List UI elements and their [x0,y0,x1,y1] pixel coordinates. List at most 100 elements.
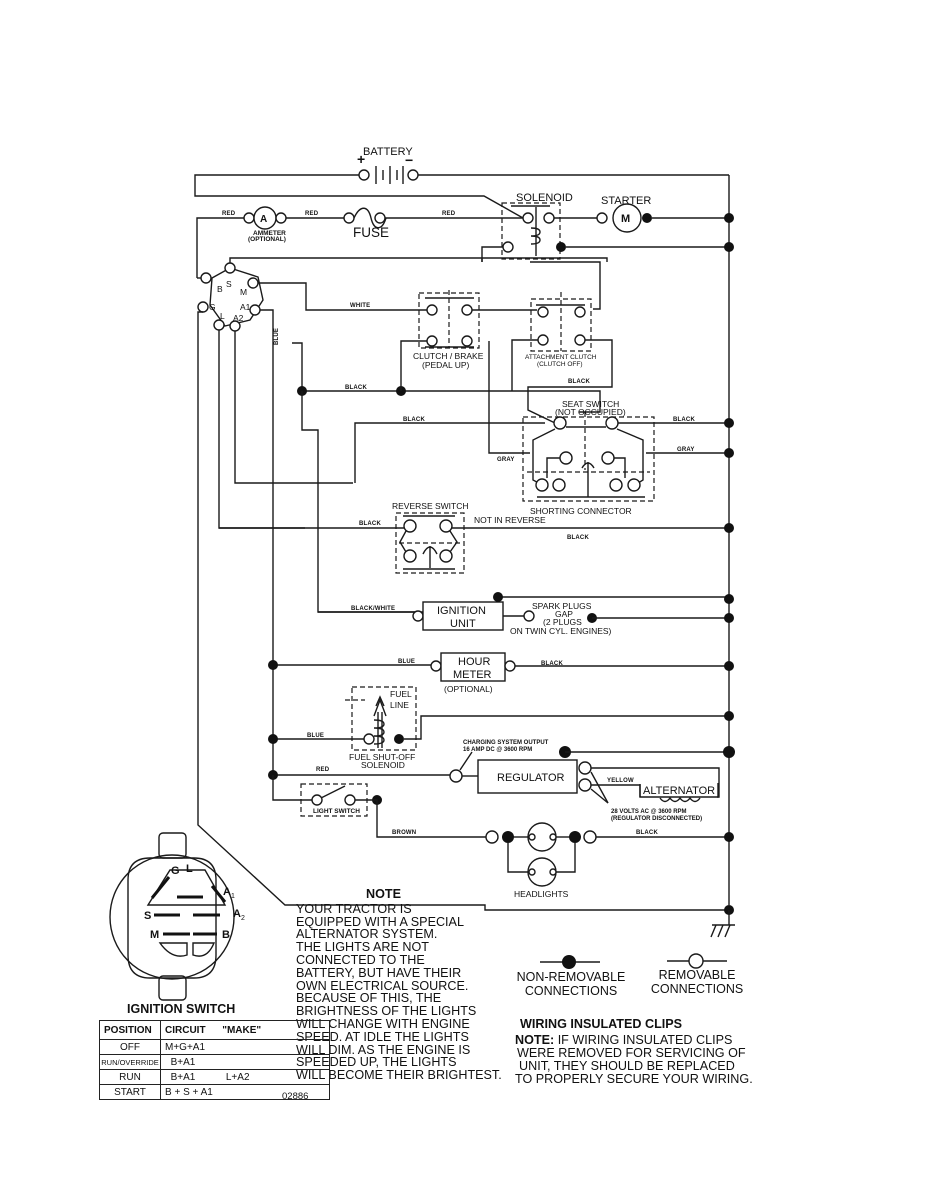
legend-removable-symbol [667,953,727,969]
alt-volts-label-1: 28 VOLTS AC @ 3600 RPM [611,809,687,815]
not-in-reverse-label: NOT IN REVERSE [474,515,546,525]
spark-plugs-label-2: GAP [555,609,573,619]
ignition-switch-connector: B S M G A1 L A2 [197,262,264,332]
note-line: YOUR TRACTOR IS [296,901,412,916]
junction-dot [724,418,734,428]
header-circuit-label: CIRCUIT [165,1024,206,1036]
seat-to-solenoid-wire [530,261,601,310]
brown-wire [355,799,487,838]
table-row: RUN/OVERRIDE B+A1 [99,1054,330,1070]
solenoid-label: SOLENOID [516,192,573,204]
starter-label: STARTER [601,195,651,207]
black-wire-seat [354,422,545,483]
note-line: OWN ELECTRICAL SOURCE. [296,978,469,993]
note-line: EQUIPPED WITH A SPECIAL [296,914,464,929]
note-line: ALTERNATOR SYSTEM. [296,927,438,942]
battery-positive-wire [194,174,524,219]
battery-positive-sign: + [357,151,365,167]
attachment-clutch-switch: ATTACHMENT CLUTCH (CLUTCH OFF) [525,292,597,368]
regulator-label: REGULATOR [497,772,564,784]
row-position: OFF [99,1039,161,1055]
s-terminal-wire [229,257,483,263]
solenoid-feed-wire [482,257,608,262]
junction-dot [724,711,734,721]
headlights: HEADLIGHTS [485,822,597,899]
spark-plugs-label-3: (2 PLUGS [543,617,582,627]
fuse-label: FUSE [353,225,389,240]
wiring-clips-note: WIRING INSULATED CLIPS NOTE: IF WIRING I… [515,1018,775,1086]
header-circuit: CIRCUIT "MAKE" [160,1020,330,1040]
a1-blue-wire [260,309,274,775]
note-title: NOTE [366,887,401,901]
attachment-to-clutch-wire [511,339,538,391]
ammeter-optional: (OPTIONAL) [248,236,286,243]
fuel-ground-wire [404,715,729,740]
note-line: WILL DIM. AS THE ENGINE IS [296,1042,471,1057]
wire-label-black-white: BLACK/WHITE [351,606,395,612]
header-position: POSITION [99,1020,161,1040]
header-make-label: "MAKE" [222,1024,262,1036]
wire-label-brown: BROWN [392,830,416,836]
ground-icon [710,910,735,938]
note-line: SPEED. AT IDLE THE LIGHTS [296,1029,469,1044]
face-label-a1-sub: 1 [231,893,235,900]
fuse: FUSE [343,207,389,240]
row-circuit-value: B+A1 [170,1071,196,1083]
shorting-connector-label: SHORTING CONNECTOR [530,506,632,516]
row-circuit: M+G+A1 [160,1039,330,1055]
starter-symbol: M [621,213,630,225]
junction-dot [724,661,734,671]
regulator-input-terminal [449,769,463,783]
clips-line3: UNIT, THEY SHOULD BE REPLACED [519,1059,735,1073]
ignition-unit-label-1: IGNITION [437,605,486,617]
legend-non-removable-line1: NON-REMOVABLE [516,970,626,984]
seat-switch-sub: (NOT OCCUPIED) [555,407,626,417]
ignition-unit: IGNITION UNIT [412,601,504,631]
battery: + − BATTERY [357,146,419,184]
spark-plug-terminal [523,610,535,622]
fuel-solenoid-label-1: FUEL SHUT-OFF [349,752,415,762]
face-label-s: S [144,910,151,922]
junction-dot [724,613,734,623]
clutch-bottom-wire [400,340,427,391]
terminal-a2-label: A2 [233,313,244,323]
charging-arrow [459,751,473,771]
row-circuit-extra: L+A2 [225,1071,250,1083]
wire-label-red-3: RED [442,211,456,217]
legend-removable-line2: CONNECTIONS [650,981,744,996]
clutch-brake-sub: (PEDAL UP) [422,360,470,370]
junction-dot [723,746,735,758]
seat-switch-label: SEAT SWITCH [562,399,619,409]
legend-non-removable-line2: CONNECTIONS [524,983,618,998]
terminal-l-label: L [220,311,225,321]
gray-wire-left [488,341,530,454]
table-row: RUN B+A1 L+A2 [99,1069,330,1085]
black-wire-1 [292,342,601,413]
note-line: THE LIGHTS ARE NOT [296,940,429,955]
note-block: NOTE YOUR TRACTOR IS EQUIPPED WITH A SPE… [296,888,526,1082]
face-label-m: M [150,929,159,941]
regulator: REGULATOR [477,759,592,794]
l-terminal-wire [218,330,305,529]
wire-label-red-4: RED [316,767,330,773]
junction-dot [724,213,734,223]
terminal-g-label: G [209,302,216,312]
wire-label-gray-1: GRAY [497,457,515,463]
junction-dot [268,734,278,744]
solenoid: SOLENOID [501,192,573,260]
terminal-b-label: B [217,284,223,294]
legend-removable: REMOVABLE CONNECTIONS [645,968,749,996]
junction-dot [724,594,734,604]
row-position: RUN [99,1069,161,1085]
terminal-m-label: M [240,287,247,297]
battery-label: BATTERY [363,146,413,158]
table-row: OFF M+G+A1 [99,1039,330,1055]
clips-line4: TO PROPERLY SECURE YOUR WIRING. [515,1072,753,1086]
wire-label-gray-2: GRAY [677,447,695,453]
legend-non-removable-symbol [540,955,600,969]
row-circuit: B + S + A1 [160,1084,330,1100]
clutch-brake-label: CLUTCH / BRAKE [413,351,484,361]
headlights-label: HEADLIGHTS [514,889,569,899]
note-line: WILL BECOME THEIR BRIGHTEST. [296,1068,502,1083]
spark-plugs-label-1: SPARK PLUGS [532,601,592,611]
